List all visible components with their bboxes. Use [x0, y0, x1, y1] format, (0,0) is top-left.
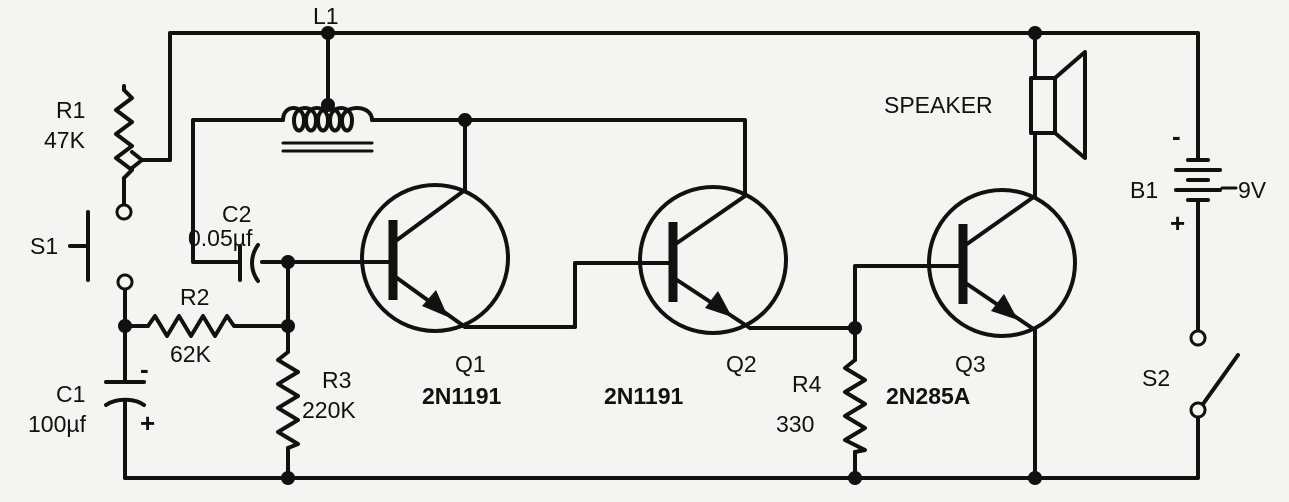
resistor-r3-value: 220K — [302, 397, 356, 423]
q1-q2-wire — [463, 261, 640, 329]
transistor-q2-label: Q2 — [726, 351, 757, 377]
resistor-r2-value: 62K — [170, 341, 212, 367]
switch-s1-label: S1 — [30, 233, 58, 259]
capacitor-c1-plate — [104, 397, 146, 407]
capacitor-c2-plate — [250, 243, 260, 283]
capacitor-c2-value: 0.05µf — [188, 225, 253, 251]
switch-s1: S1 — [30, 210, 134, 291]
transistor-q1-label: Q1 — [455, 351, 486, 377]
inductor-l1-label: L1 — [313, 3, 339, 29]
resistor-r4-zigzag — [843, 358, 867, 454]
battery-b1-plus: + — [1170, 208, 1185, 238]
switch-s2: S2 — [1142, 329, 1240, 419]
inductor-l1-coil — [281, 106, 374, 133]
potentiometer-r1-zigzag — [114, 88, 134, 180]
switch-s2-terminal — [1189, 401, 1207, 419]
switch-s2-blade — [1201, 353, 1240, 406]
resistor-r4-label: R4 — [792, 371, 822, 397]
switch-s1-terminal — [116, 273, 134, 291]
transistor-q1-collector — [395, 188, 467, 242]
junctions — [118, 26, 1042, 485]
battery-b1-minus: - — [1172, 121, 1181, 151]
resistor-r2-label: R2 — [180, 284, 209, 310]
potentiometer-r1: R1 47K — [44, 88, 144, 221]
capacitor-c1-label: C1 — [56, 381, 85, 407]
l1-left-wire — [191, 118, 285, 264]
junction-dot — [321, 26, 335, 40]
potentiometer-r1-wiper — [130, 150, 144, 170]
potentiometer-r1-label: R1 — [56, 97, 85, 123]
capacitor-c2: C2 0.05µf — [188, 201, 260, 283]
bottom-rail-wire — [123, 414, 1200, 480]
capacitor-c1-value: 100µf — [28, 411, 87, 437]
resistor-r2-zigzag — [146, 314, 242, 338]
speaker-cone — [1053, 50, 1087, 160]
transistor-q3-collector — [965, 194, 1037, 246]
transistor-q2-arrow — [705, 291, 732, 317]
battery-b1: - + B1 9V — [1130, 121, 1267, 238]
transistor-q3-envelope — [927, 188, 1077, 338]
resistor-r3: R3 220K — [276, 350, 356, 450]
junction-dot — [118, 319, 132, 333]
transistor-q3-arrow — [991, 294, 1018, 320]
transistor-q2-part: 2N1191 — [604, 383, 684, 409]
potentiometer-r1-value: 47K — [44, 127, 86, 153]
capacitor-c1-plus: + — [140, 408, 155, 438]
junction-dot — [281, 471, 295, 485]
resistor-r3-zigzag — [276, 350, 300, 450]
capacitor-c1: - + C1 100µf — [28, 354, 155, 438]
junction-dot — [281, 319, 295, 333]
transistor-q2-collector — [675, 194, 747, 245]
potentiometer-r1-terminal — [115, 203, 133, 221]
resistor-r4: R4 330 — [776, 358, 867, 454]
junction-dot — [1028, 26, 1042, 40]
resistor-r4-value: 330 — [776, 411, 814, 437]
speaker: SPEAKER — [884, 50, 1087, 160]
capacitor-c1-minus: - — [140, 354, 149, 384]
transistor-q3-part: 2N285A — [886, 383, 970, 409]
capacitor-c2-label: C2 — [222, 201, 251, 227]
junction-dot — [281, 255, 295, 269]
junction-dot — [848, 471, 862, 485]
resistor-r3-label: R3 — [322, 367, 351, 393]
junction-dot — [458, 113, 472, 127]
transistor-q3-label: Q3 — [955, 351, 986, 377]
inductor-l1: L1 — [281, 3, 374, 153]
top-rail-wire — [168, 31, 1200, 162]
speaker-magnet — [1029, 76, 1057, 135]
transistor-q1-arrow — [422, 290, 448, 317]
switch-s2-label: S2 — [1142, 365, 1170, 391]
q2-q3-wire — [748, 264, 932, 330]
transistor-q1: Q1 2N1191 — [360, 183, 510, 409]
transistor-q3: Q3 2N285A — [886, 188, 1077, 409]
l1-right-wire — [370, 118, 747, 198]
speaker-label: SPEAKER — [884, 92, 993, 118]
transistor-q1-part: 2N1191 — [422, 383, 502, 409]
junction-dot — [1028, 471, 1042, 485]
transistor-q2-envelope — [638, 185, 788, 335]
resistor-r2: R2 62K — [146, 284, 242, 367]
junction-dot — [848, 321, 862, 335]
transistor-q1-envelope — [360, 183, 510, 333]
transistor-q2: Q2 2N1191 — [604, 185, 788, 409]
battery-b1-value: 9V — [1238, 177, 1267, 203]
battery-b1-label: B1 — [1130, 177, 1158, 203]
switch-s2-terminal — [1189, 329, 1207, 347]
